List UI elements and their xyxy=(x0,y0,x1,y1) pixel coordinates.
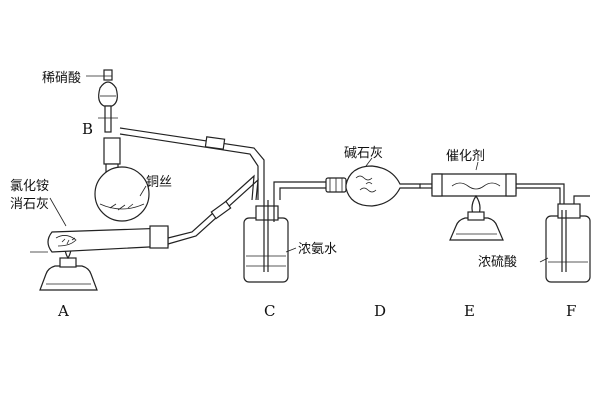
reaction-test-tube-a xyxy=(47,225,169,253)
tube-e-to-f xyxy=(516,183,565,210)
separatory-funnel-b xyxy=(98,69,118,133)
apparatus-e: 催化剂 E xyxy=(431,149,517,320)
caption-e: E xyxy=(464,302,475,320)
label-conc-ammonia-water: 浓氨水 xyxy=(298,242,337,257)
apparatus-d: 碱石灰 D xyxy=(325,146,421,320)
apparatus-a: 氯化铵 消石灰 A xyxy=(10,179,169,320)
caption-b: B xyxy=(82,120,93,138)
alcohol-lamp-a xyxy=(39,238,98,291)
label-slaked-lime: 消石灰 xyxy=(10,197,49,212)
caption-d: D xyxy=(374,302,386,320)
tube-c-to-d xyxy=(273,181,330,190)
apparatus-c: 浓氨水 C xyxy=(243,190,337,320)
label-conc-sulfuric-acid: 浓硫酸 xyxy=(478,255,517,270)
pointer-catalyst xyxy=(475,161,479,171)
pointer-ammonia-water xyxy=(285,247,297,253)
caption-f: F xyxy=(566,302,576,320)
tube-b-to-c xyxy=(119,127,265,200)
label-copper-wire: 铜丝 xyxy=(146,175,172,190)
alcohol-lamp-e xyxy=(449,194,504,241)
pointer-soda-lime xyxy=(365,157,373,167)
pointer-copper-wire xyxy=(139,185,147,197)
round-bottom-flask-b xyxy=(94,137,150,222)
apparatus-f: 浓硫酸 F xyxy=(478,195,591,320)
caption-c: C xyxy=(264,302,275,320)
pointer-sulfuric-acid xyxy=(539,257,549,263)
tube-a-to-c xyxy=(167,174,255,239)
apparatus-b: 稀硝酸 B 铜丝 xyxy=(42,69,172,222)
pointer-a xyxy=(49,197,67,227)
label-dilute-nitric-acid: 稀硝酸 xyxy=(42,71,81,86)
label-ammonium-chloride: 氯化铵 xyxy=(10,179,49,194)
label-catalyst: 催化剂 xyxy=(446,149,485,164)
delivery-tubes xyxy=(119,127,265,245)
label-soda-lime: 碱石灰 xyxy=(344,146,383,161)
caption-a: A xyxy=(57,302,69,320)
